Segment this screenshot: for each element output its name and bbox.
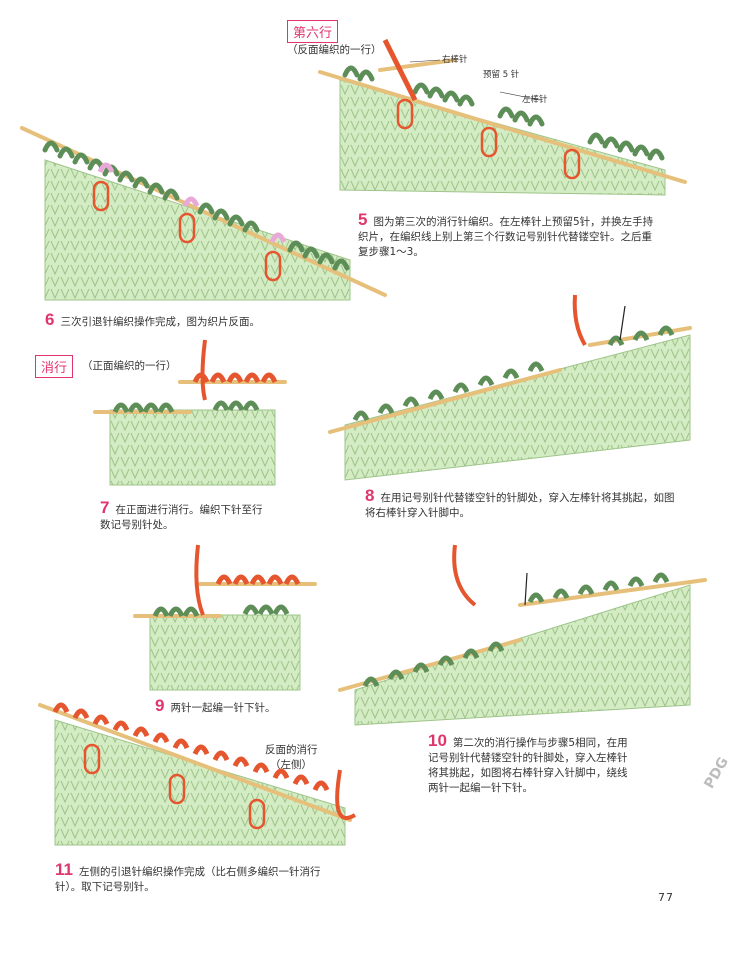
step-6-number: 6	[45, 310, 55, 329]
step-5-text: 图为第三次的消行针编织。在左棒针上预留5针，并换左手持织片，在编织线上别上第三个…	[358, 216, 654, 258]
step-8-number: 8	[365, 486, 375, 505]
step-5-number: 5	[358, 210, 368, 229]
label-left-side: （左侧）	[270, 759, 312, 771]
label-left-needle: 左棒针	[522, 95, 548, 105]
step-8-text: 在用记号别针代替镂空针的针脚处，穿入左棒针将其挑起，如图将右棒针穿入针脚中。	[365, 492, 675, 519]
section-title-elimination: 消行	[35, 355, 74, 378]
step-11-text: 左侧的引退针编织操作完成（比右侧多编织一针消行针）。取下记号别针。	[55, 866, 321, 893]
step-6-caption: 6 三次引退针编织操作完成，图为织片反面。	[45, 310, 345, 330]
step-6-text: 三次引退针编织操作完成，图为织片反面。	[60, 316, 260, 328]
step-9-number: 9	[155, 696, 165, 715]
step-10-text: 第二次的消行操作与步骤5相同，在用记号别针代替镂空针的针脚处，穿入左棒针将其挑起…	[428, 737, 628, 794]
page-number: 77	[658, 891, 674, 904]
section-subtitle-row6: （反面编织的一行）	[287, 44, 382, 56]
section-title-row6: 第六行	[287, 20, 339, 43]
section-subtitle-elimination: （正面编织的一行）	[82, 360, 177, 372]
step-9-caption: 9 两针一起编一针下针。	[155, 696, 355, 716]
label-reserve-5: 预留 5 针	[483, 70, 520, 80]
label-right-needle: 右棒针	[442, 55, 468, 65]
step-11-number: 11	[55, 860, 73, 879]
label-reverse-elimination: 反面的消行	[265, 744, 318, 756]
step-7-text: 在正面进行消行。编织下针至行数记号别针处。	[100, 504, 263, 531]
step-7-number: 7	[100, 498, 110, 517]
step-9-text: 两针一起编一针下针。	[170, 702, 276, 714]
step-10-number: 10	[428, 731, 447, 750]
